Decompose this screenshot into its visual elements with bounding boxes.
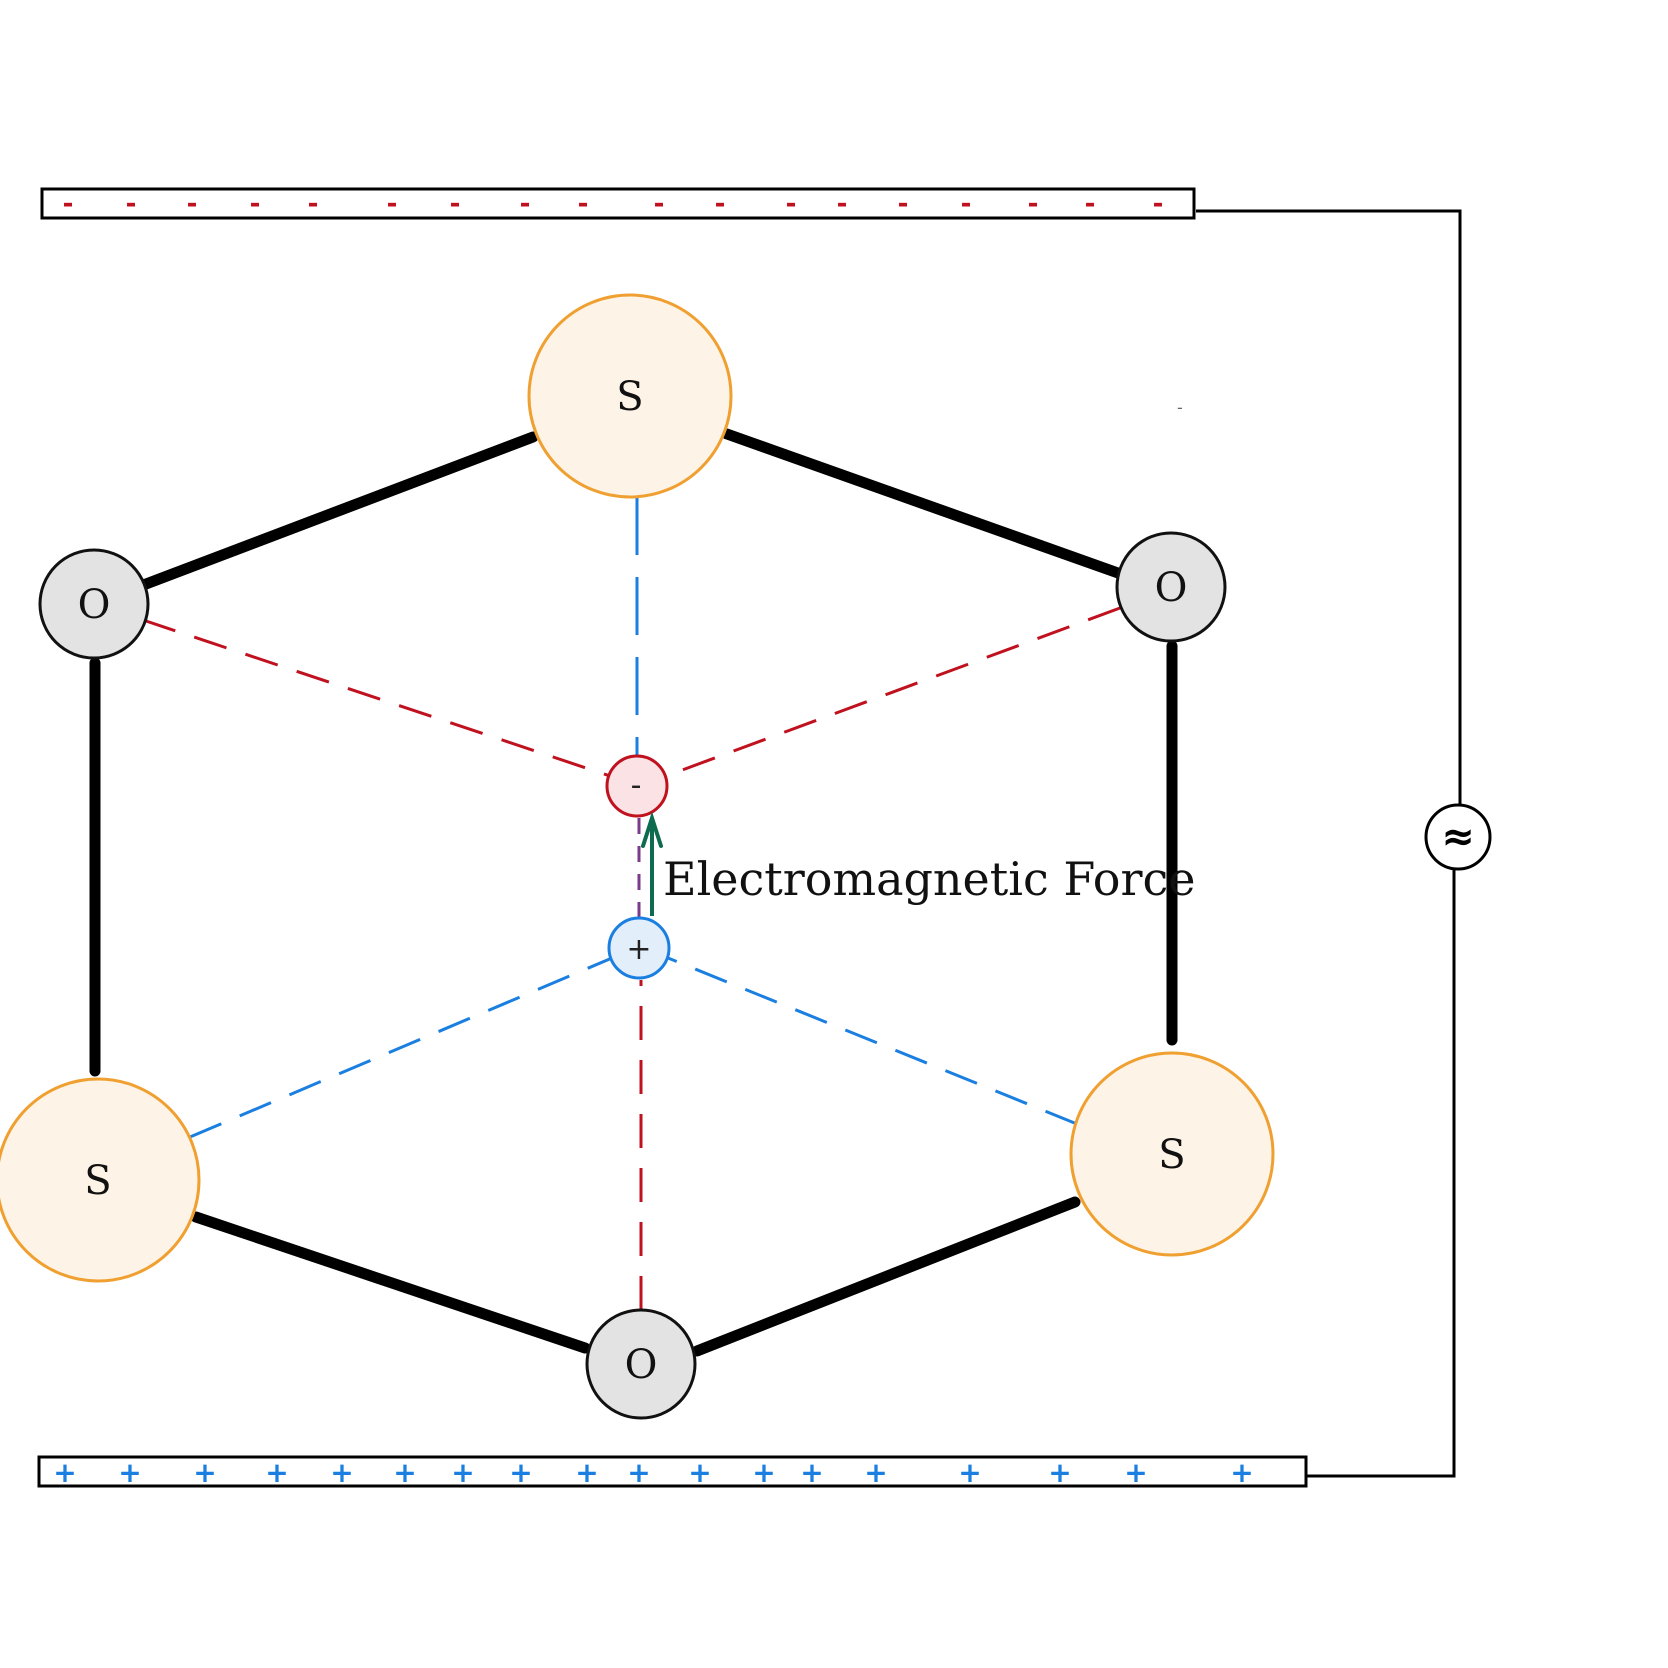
ac-source-circle — [1424, 803, 1492, 871]
bond-s-top-o-right — [721, 428, 1124, 579]
negative-plate-mark: - — [187, 189, 198, 219]
positive-charge: + — [607, 916, 671, 980]
atom-s-right-bottom: S — [1069, 1051, 1275, 1257]
negative-plate-mark: - — [308, 189, 319, 219]
atom-label-s-left-bottom: S — [84, 1158, 111, 1204]
positive-plate-mark: + — [864, 1456, 887, 1489]
atom-o-bottom: O — [585, 1308, 697, 1420]
negative-plate-mark: - — [898, 189, 909, 219]
field-line-o-left-to-negative — [142, 618, 611, 778]
positive-charge-label: + — [626, 932, 651, 967]
circuit — [1196, 209, 1462, 1478]
stray-dash-mark: - — [1177, 398, 1183, 417]
positive-plate-mark: + — [1230, 1456, 1253, 1489]
positive-plate-mark: + — [265, 1456, 288, 1489]
positive-plate-mark: + — [958, 1456, 981, 1489]
negative-plate-mark: - — [450, 189, 461, 219]
negative-plate-mark: - — [126, 189, 137, 219]
bond-o-left-s-top — [140, 431, 539, 590]
atom-circle-s-top — [527, 293, 733, 499]
bottom-plate-body — [37, 1455, 1308, 1488]
top-plate-body — [40, 187, 1196, 220]
atom-circle-o-left-top — [38, 548, 150, 660]
bond-o-bottom-s-left — [190, 1211, 591, 1354]
positive-plate-mark: + — [688, 1456, 711, 1489]
atom-circle-s-right-bottom — [1069, 1051, 1275, 1257]
atom-o-right-top: O — [1115, 531, 1227, 643]
positive-plate-mark: + — [627, 1456, 650, 1489]
force-arrow — [641, 811, 663, 916]
field-lines — [142, 497, 1121, 1310]
negative-plate-mark: - — [1028, 189, 1039, 219]
negative-plate-mark: - — [1085, 189, 1096, 219]
negative-charge: - — [605, 754, 669, 818]
atom-circle-o-bottom — [585, 1308, 697, 1420]
circuit-wire-top — [1196, 209, 1462, 805]
field-line-s-left-to-positive — [189, 956, 613, 1139]
atom-label-s-right-bottom: S — [1158, 1132, 1185, 1178]
negative-plate-mark: - — [715, 189, 726, 219]
atoms: S O S O S O — [0, 293, 1275, 1420]
positive-plate-mark: + — [800, 1456, 823, 1489]
negative-plate-mark: - — [520, 189, 531, 219]
ac-source-symbol: ≈ — [1441, 814, 1475, 860]
atom-label-s-top: S — [616, 374, 643, 420]
atom-circle-o-right-top — [1115, 531, 1227, 643]
negative-plate-mark: - — [786, 189, 797, 219]
negative-charge-circle — [605, 754, 669, 818]
negative-plate-mark: - — [250, 189, 261, 219]
atom-o-left-top: O — [38, 548, 150, 660]
ring-bonds — [89, 428, 1178, 1357]
negative-plate-mark: - — [387, 189, 398, 219]
force-label: Electromagnetic Force — [663, 852, 1195, 906]
atom-s-left-bottom: S — [0, 1077, 201, 1283]
positive-plate-mark: + — [393, 1456, 416, 1489]
ac-source: ≈ — [1424, 803, 1492, 871]
atom-s-top: S — [527, 293, 733, 499]
field-line-o-right-to-negative — [665, 606, 1121, 778]
positive-plate-mark: + — [118, 1456, 141, 1489]
atom-label-o-bottom: O — [625, 1342, 658, 1388]
positive-plate-mark: + — [330, 1456, 353, 1489]
circuit-wire-bottom — [1306, 870, 1456, 1478]
atom-circle-s-left-bottom — [0, 1077, 201, 1283]
positive-charge-circle — [607, 916, 671, 980]
negative-plate-mark: - — [1153, 189, 1164, 219]
positive-plate-mark: + — [53, 1456, 76, 1489]
force-arrow-head — [641, 811, 663, 848]
top-plate: ------------------ — [40, 187, 1196, 220]
bond-s-right-o-bottom — [691, 1196, 1081, 1357]
atom-label-o-right-top: O — [1155, 565, 1188, 611]
negative-charge-label: - — [631, 768, 642, 803]
negative-plate-mark: - — [961, 189, 972, 219]
field-line-s-right-to-positive — [667, 956, 1078, 1126]
positive-plate-mark: + — [193, 1456, 216, 1489]
bottom-plate: + + + + + + + + + + + + + + + + + + — [37, 1455, 1308, 1489]
positive-plate-mark: + — [1124, 1456, 1147, 1489]
positive-plate-mark: + — [752, 1456, 775, 1489]
positive-plate-mark: + — [509, 1456, 532, 1489]
bottom-plate-charge-marks: + + + + + + + + + + + + + + + + + + — [53, 1456, 1253, 1489]
atom-label-o-left-top: O — [78, 582, 111, 628]
negative-plate-mark: - — [837, 189, 848, 219]
positive-plate-mark: + — [575, 1456, 598, 1489]
negative-plate-mark: - — [578, 189, 589, 219]
negative-plate-mark: - — [63, 189, 74, 219]
top-plate-charge-marks: ------------------ — [63, 189, 1164, 219]
negative-plate-mark: - — [654, 189, 665, 219]
positive-plate-mark: + — [451, 1456, 474, 1489]
positive-plate-mark: + — [1048, 1456, 1071, 1489]
